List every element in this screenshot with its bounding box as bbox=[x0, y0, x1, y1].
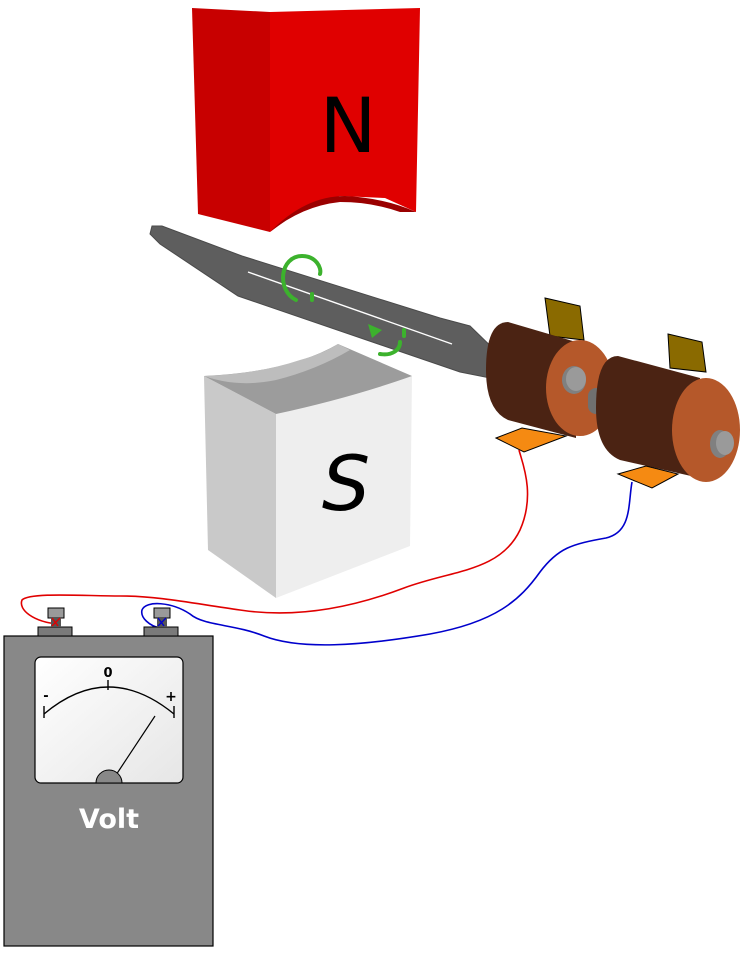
scale-plus-label: + bbox=[165, 689, 177, 705]
slip-ring-1 bbox=[486, 322, 614, 438]
red-wire bbox=[20, 449, 529, 625]
negative-terminal bbox=[37, 607, 73, 637]
south-pole-label: S bbox=[322, 439, 370, 528]
voltmeter: 0 - + Volt bbox=[3, 607, 214, 947]
brush-2-contact bbox=[616, 465, 680, 489]
blue-wire bbox=[140, 481, 633, 646]
brush-1-top bbox=[544, 297, 585, 341]
scale-zero-label: 0 bbox=[103, 666, 112, 681]
rotation-arrow bbox=[281, 253, 406, 357]
north-pole: N bbox=[192, 8, 420, 232]
south-pole: S bbox=[204, 344, 412, 598]
meter-needle bbox=[113, 715, 156, 779]
slip-ring-2 bbox=[596, 356, 740, 482]
scale-minus-label: - bbox=[43, 689, 48, 704]
positive-terminal bbox=[143, 607, 179, 637]
brush-1-contact bbox=[494, 427, 568, 453]
brush-2-top bbox=[667, 333, 707, 373]
needle-pivot bbox=[95, 769, 123, 784]
voltmeter-title: Volt bbox=[79, 804, 139, 835]
north-pole-label: N bbox=[320, 81, 377, 170]
